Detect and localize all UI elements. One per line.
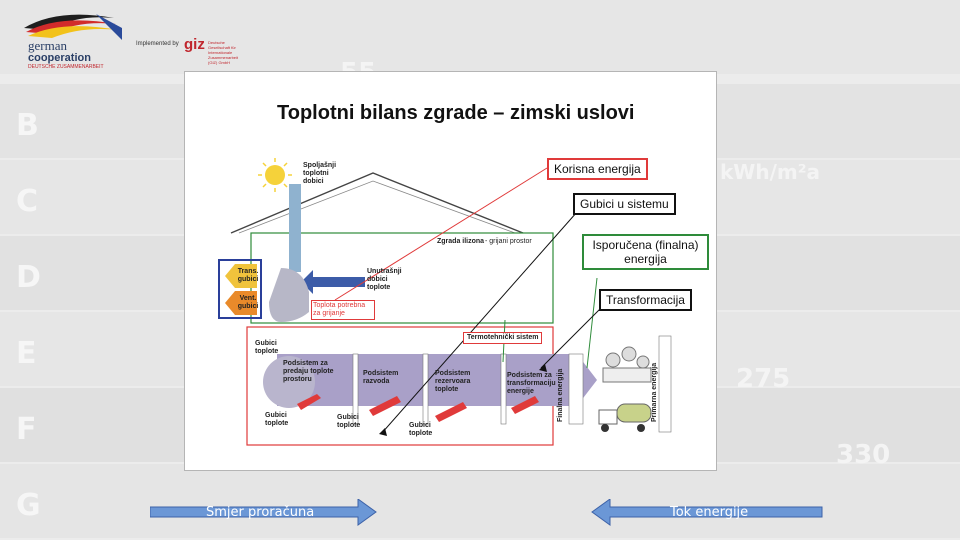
callout-korisna: Korisna energija xyxy=(547,158,648,180)
label-grijani: - grijani prostor xyxy=(485,238,532,245)
callout-transformacija: Transformacija xyxy=(599,289,692,311)
giz-logo: giz xyxy=(184,36,205,53)
calculation-direction-arrow: Smjer proračuna xyxy=(149,498,378,526)
korisna-pointer xyxy=(334,167,548,301)
label-gubici-3: Gubici toplote xyxy=(337,414,361,429)
label-podsistem-predaja: Podsistem za predaju toplote prostoru xyxy=(283,360,334,383)
label-vent: Vent. gubici xyxy=(237,295,259,310)
label-gubici-1: Gubici toplote xyxy=(255,340,279,355)
label-primarna: Primarna energija xyxy=(651,362,658,422)
giz-subtitle: Deutsche Gesellschaft für Internationale… xyxy=(208,40,239,65)
bg-letter-b: B xyxy=(16,108,39,143)
label-gubici-4: Gubici toplote xyxy=(409,422,433,437)
left-arrow-icon xyxy=(591,498,823,526)
logo-title: german xyxy=(28,38,67,53)
solar-gain-arrow xyxy=(289,184,301,272)
label-unutrasnji: Unutrašnji dobici toplote xyxy=(367,268,402,291)
german-cooperation-logo: german cooperation DEUTSCHE ZUSAMMENARBE… xyxy=(18,8,128,70)
sun-icon xyxy=(265,165,285,185)
label-zgrada: Zgrada ilizona xyxy=(437,238,485,245)
emission-subsystem-circle xyxy=(263,356,315,408)
flag-swoosh-icon xyxy=(24,14,122,40)
callout-isporucena: Isporučena (finalna) energija xyxy=(582,234,709,270)
label-podsistem-razvod: Podsistem razvoda xyxy=(363,370,399,385)
tanker-truck-icon xyxy=(598,403,652,432)
power-plant-icon xyxy=(602,346,652,383)
bg-band-g xyxy=(0,464,960,538)
divider-2 xyxy=(422,353,429,425)
trans-losses-arrow xyxy=(225,264,257,288)
bg-band-a xyxy=(0,0,960,74)
label-finalna: Finalna energija xyxy=(557,368,564,422)
label-spoljasnji: Spoljašnji toplotni dobici xyxy=(303,162,337,185)
energy-flow-arrow: Tok energije xyxy=(590,498,824,526)
bg-value-unit: kWh/m²a xyxy=(720,160,820,184)
internal-gains-arrow xyxy=(301,270,365,294)
label-toplota-potrebna: Toplota potrebna za grijanje xyxy=(311,300,375,320)
roof-outline xyxy=(230,172,524,234)
implemented-by-label: Implemented by xyxy=(136,41,179,47)
bg-value-330: 330 xyxy=(836,440,891,470)
energy-flow-label: Tok energije xyxy=(670,505,749,520)
label-podsistem-transformacija: Podsistem za transformaciju energije xyxy=(507,372,556,395)
transformacija-pointer xyxy=(540,305,604,369)
bg-letter-c: C xyxy=(16,184,39,219)
bg-letter-d: D xyxy=(16,260,41,295)
divider-1 xyxy=(352,353,359,425)
logo-tagline: DEUTSCHE ZUSAMMENARBEIT xyxy=(28,64,104,70)
right-arrow-icon xyxy=(149,498,377,526)
bg-letter-g: G xyxy=(16,488,41,523)
vent-losses-arrow xyxy=(225,291,257,315)
sun-rays-icon xyxy=(258,158,292,192)
final-energy-bar xyxy=(568,353,584,425)
heat-demand-blob xyxy=(269,268,309,322)
callout-gubici-sistemu: Gubici u sistemu xyxy=(573,193,676,215)
label-podsistem-rezervoar: Podsistem rezervoara toplote xyxy=(435,370,471,393)
calculation-direction-label: Smjer proračuna xyxy=(206,505,315,520)
heat-balance-diagram xyxy=(218,158,672,446)
label-termotehnicki: Termotehnički sistem xyxy=(463,332,543,344)
bg-letter-f: F xyxy=(16,412,37,447)
losses-box xyxy=(218,259,262,319)
label-gubici-2: Gubici toplote xyxy=(265,412,289,427)
bg-letter-e: E xyxy=(16,336,37,371)
gubici-pointer-head xyxy=(379,428,387,436)
transformacija-pointer-head xyxy=(539,364,547,372)
logo-subtitle: cooperation xyxy=(28,52,91,64)
label-trans: Trans. gubici xyxy=(237,268,259,283)
roof-inner xyxy=(238,180,516,234)
loss-arrows xyxy=(297,394,539,422)
diagram-title: Toplotni bilans zgrade – zimski uslovi xyxy=(277,102,635,124)
bg-value-275: 275 xyxy=(736,364,791,394)
primary-energy-bar xyxy=(658,335,672,433)
gubici-pointer xyxy=(380,211,578,435)
divider-3 xyxy=(500,353,507,425)
diagram-panel: Toplotni bilans zgrade – zimski uslovi S… xyxy=(184,71,717,471)
